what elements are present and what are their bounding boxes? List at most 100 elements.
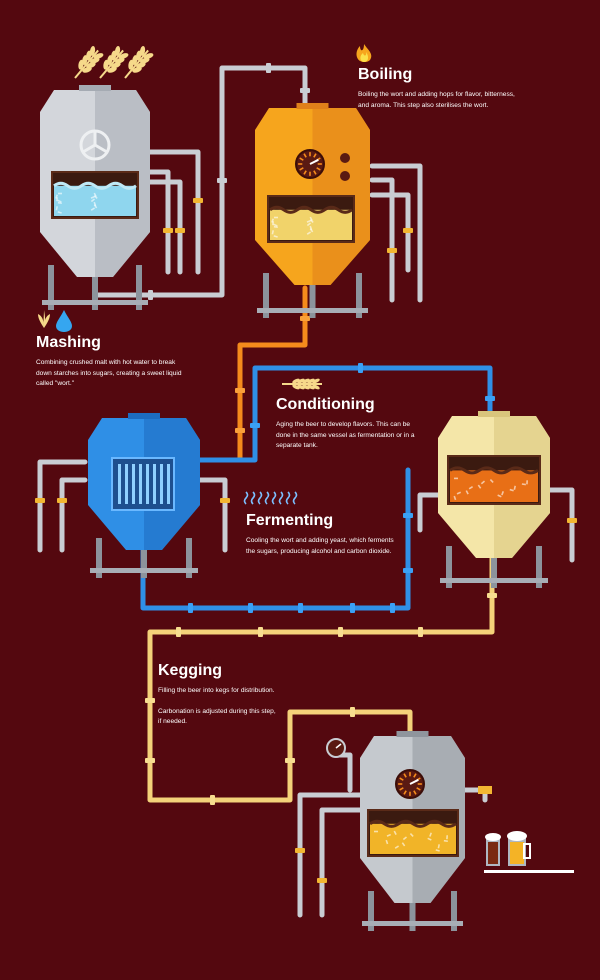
pipe-joint bbox=[567, 518, 577, 523]
coil-bar bbox=[118, 464, 121, 504]
liquid-bubble bbox=[446, 835, 448, 840]
coil-bar bbox=[132, 464, 135, 504]
liquid-bubble bbox=[57, 199, 62, 203]
pipe-joint bbox=[250, 423, 260, 428]
small-gauge-needle bbox=[335, 743, 342, 749]
grain-leaf bbox=[38, 314, 44, 328]
wheat-grain bbox=[139, 45, 146, 56]
wave-line bbox=[264, 491, 270, 505]
liquid-bubble bbox=[386, 833, 392, 837]
pipe-joint bbox=[235, 388, 245, 393]
liquid-bubble bbox=[443, 839, 448, 843]
icons bbox=[38, 44, 574, 873]
step-title-fermenting: Fermenting bbox=[246, 512, 334, 529]
pipe-joint bbox=[387, 248, 397, 253]
step-title-mashing: Mashing bbox=[36, 334, 101, 351]
tank-cap bbox=[128, 413, 160, 419]
wave-line bbox=[292, 491, 298, 505]
gauge-tick bbox=[413, 790, 417, 795]
wheat-grain bbox=[90, 57, 100, 64]
wave-line bbox=[278, 491, 284, 505]
liquid-surface bbox=[369, 819, 457, 828]
wheat-grain bbox=[114, 45, 121, 56]
wheat-grain bbox=[143, 53, 154, 59]
coil-bar bbox=[139, 464, 142, 504]
pipe-joint bbox=[57, 498, 67, 503]
pipe-joint bbox=[176, 627, 181, 637]
liquid-bubble bbox=[271, 218, 274, 223]
tank-cap bbox=[296, 103, 329, 109]
pipe-joint bbox=[298, 603, 303, 613]
liquid-bubble bbox=[57, 211, 62, 214]
liquid-bubble bbox=[489, 479, 494, 484]
step-kegging: Kegging Filling the beer into kegs for d… bbox=[158, 662, 278, 728]
tank-leg bbox=[491, 554, 497, 588]
wheat-stalk bbox=[99, 45, 129, 79]
liquid-bubble bbox=[306, 219, 311, 223]
wheat-stem bbox=[124, 49, 149, 79]
mash-side-pipe bbox=[147, 169, 171, 275]
gauge-tick bbox=[399, 787, 404, 791]
step-mashing: Mashing Combining crushed malt with hot … bbox=[36, 334, 186, 390]
boil-side-pipe bbox=[369, 163, 423, 303]
step-text-fermenting: Cooling the wort and adding yeast, which… bbox=[246, 537, 394, 555]
tank-cap bbox=[478, 411, 510, 417]
pipe-joint bbox=[248, 603, 253, 613]
wheat-grain bbox=[107, 66, 117, 73]
liquid-bubble bbox=[309, 218, 314, 224]
tank-foot-bar bbox=[257, 308, 368, 313]
gauge-tick bbox=[303, 153, 307, 158]
liquid-bubble bbox=[427, 837, 432, 841]
pipe-joint bbox=[258, 627, 263, 637]
liquid-bubble bbox=[429, 832, 432, 837]
wheel-spoke bbox=[94, 143, 108, 154]
wheat-grain bbox=[307, 378, 315, 384]
beer-mugs-icon bbox=[484, 831, 574, 873]
wheat-grain bbox=[307, 384, 315, 390]
beer-transfer-pipe bbox=[147, 552, 495, 803]
light-beer bbox=[510, 842, 524, 864]
water-drop-icon bbox=[56, 310, 72, 332]
mug-handle bbox=[523, 843, 531, 859]
pipe-joint bbox=[188, 603, 193, 613]
counter-line bbox=[484, 870, 574, 873]
liquid-bubble bbox=[93, 195, 98, 200]
gauge-tick bbox=[299, 167, 304, 171]
wheat-stalk-icon bbox=[282, 378, 322, 390]
pipe-joint bbox=[317, 878, 327, 883]
liquid-bubble bbox=[90, 207, 95, 211]
gauge-tick bbox=[403, 790, 407, 795]
wheat-stalk bbox=[74, 45, 104, 79]
pipe-joint bbox=[390, 603, 395, 613]
liquid-bubble bbox=[453, 495, 457, 501]
liquid-bubble bbox=[90, 195, 95, 199]
tap-valve bbox=[478, 786, 492, 794]
beer-foam bbox=[485, 833, 501, 841]
grain-and-water-icon bbox=[38, 310, 72, 332]
ferment-side-pipe bbox=[197, 477, 228, 553]
liquid-bubble bbox=[501, 491, 505, 496]
pipe-joint bbox=[403, 568, 413, 573]
mash-side-pipe bbox=[147, 149, 201, 275]
liquid-bubble bbox=[271, 230, 274, 235]
tank-foot-bar bbox=[362, 921, 463, 926]
wheat-grain bbox=[297, 378, 305, 384]
wheat-grain bbox=[111, 62, 121, 69]
tank-leg bbox=[48, 265, 54, 310]
pipe-joint bbox=[235, 428, 245, 433]
tank-foot-bar bbox=[440, 578, 548, 583]
liquid-bubble bbox=[409, 832, 414, 838]
pipe-joint bbox=[220, 498, 230, 503]
wheat-grain bbox=[297, 384, 305, 390]
wheat-grain bbox=[136, 62, 146, 69]
fermenting-tank bbox=[88, 413, 200, 578]
liquid-bubble bbox=[309, 216, 313, 221]
wheat-grain bbox=[312, 384, 320, 390]
liquid-bubble bbox=[521, 483, 526, 486]
gauge-tick bbox=[313, 170, 317, 175]
liquid-bubble bbox=[435, 849, 440, 852]
tank-liquid bbox=[370, 823, 456, 854]
tank-liquid bbox=[450, 470, 538, 502]
pipe-joint bbox=[145, 758, 155, 763]
